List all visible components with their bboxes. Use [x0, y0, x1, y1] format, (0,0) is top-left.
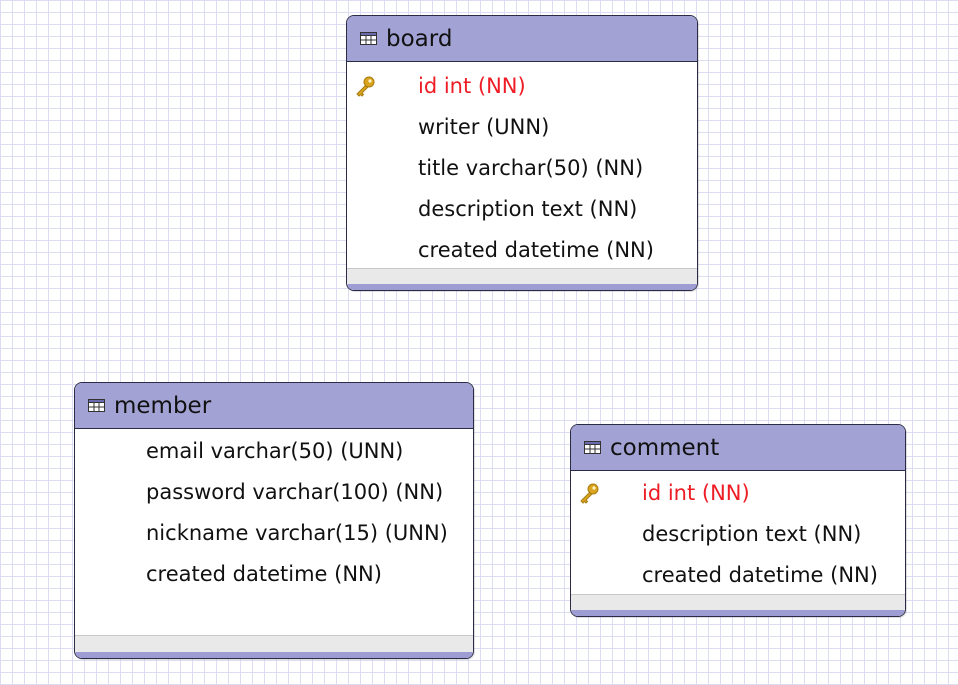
column-text: created datetime (NN) — [146, 561, 382, 586]
column-list: id int (NN) writer (UNN) title varchar(5… — [347, 62, 697, 270]
column-row[interactable]: password varchar(100) (NN) — [75, 471, 473, 512]
column-text: title varchar(50) (NN) — [418, 155, 644, 180]
column-list: email varchar(50) (UNN) password varchar… — [75, 429, 473, 594]
column-row[interactable]: description text (NN) — [571, 513, 905, 554]
entity-comment[interactable]: comment id int (NN) description text (NN… — [570, 424, 906, 617]
column-text: created datetime (NN) — [418, 237, 654, 262]
entity-header[interactable]: comment — [571, 425, 905, 471]
entity-name: board — [386, 25, 453, 52]
column-text: description text (NN) — [418, 196, 638, 221]
column-row[interactable]: email varchar(50) (UNN) — [75, 430, 473, 471]
entity-footer — [347, 268, 697, 290]
column-row[interactable]: id int (NN) — [347, 65, 697, 106]
column-row[interactable]: description text (NN) — [347, 188, 697, 229]
entity-name: member — [114, 392, 212, 419]
column-text: description text (NN) — [642, 521, 862, 546]
entity-name: comment — [610, 434, 720, 461]
column-row[interactable]: created datetime (NN) — [75, 553, 473, 594]
entity-header[interactable]: board — [347, 16, 697, 62]
column-list: id int (NN) description text (NN) create… — [571, 471, 905, 595]
column-text: nickname varchar(15) (UNN) — [146, 520, 448, 545]
key-icon — [578, 482, 600, 504]
key-icon — [354, 75, 376, 97]
column-row[interactable]: id int (NN) — [571, 472, 905, 513]
column-row[interactable]: writer (UNN) — [347, 106, 697, 147]
column-text: created datetime (NN) — [642, 562, 878, 587]
column-row[interactable]: created datetime (NN) — [571, 554, 905, 595]
column-text: email varchar(50) (UNN) — [146, 438, 404, 463]
footer-band — [347, 284, 697, 290]
column-text: password varchar(100) (NN) — [146, 479, 444, 504]
table-icon — [584, 441, 601, 454]
footer-band — [75, 652, 473, 658]
column-row[interactable]: title varchar(50) (NN) — [347, 147, 697, 188]
entity-board[interactable]: board id int (NN) writer (UNN) title var… — [346, 15, 698, 291]
entity-footer — [75, 635, 473, 658]
footer-band — [571, 610, 905, 616]
column-text: id int (NN) — [418, 73, 526, 98]
entity-header[interactable]: member — [75, 383, 473, 429]
entity-member[interactable]: member email varchar(50) (UNN) password … — [74, 382, 474, 659]
column-text: id int (NN) — [642, 480, 750, 505]
column-row[interactable]: created datetime (NN) — [347, 229, 697, 270]
column-row[interactable]: nickname varchar(15) (UNN) — [75, 512, 473, 553]
table-icon — [360, 32, 377, 45]
column-text: writer (UNN) — [418, 114, 550, 139]
entity-footer — [571, 594, 905, 616]
table-icon — [88, 399, 105, 412]
